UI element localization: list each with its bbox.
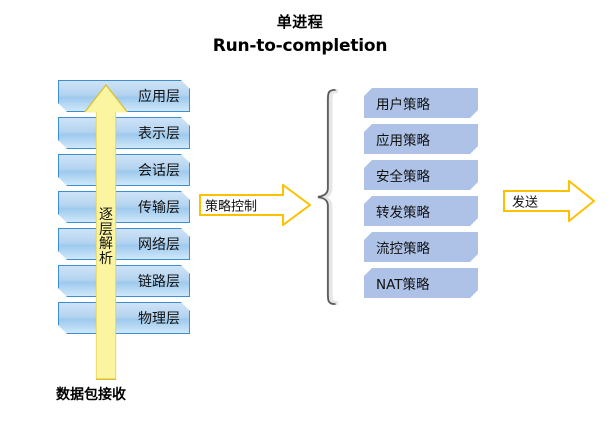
layer-box[interactable]: 物理层 bbox=[58, 302, 190, 334]
layer-box[interactable]: 会话层 bbox=[58, 154, 190, 186]
layer-box[interactable]: 表示层 bbox=[58, 117, 190, 149]
policy-item-label: 转发策略 bbox=[376, 205, 430, 221]
layer-box[interactable]: 网络层 bbox=[58, 228, 190, 260]
layer-label: 会话层 bbox=[138, 163, 180, 179]
policy-control-arrow[interactable]: 策略控制 bbox=[199, 184, 311, 226]
policy-list: 用户策略 应用策略 安全策略 转发策略 流控策略 NAT策略 bbox=[364, 88, 478, 304]
send-arrow[interactable]: 发送 bbox=[503, 180, 595, 222]
layer-label: 表示层 bbox=[138, 126, 180, 142]
policy-item[interactable]: NAT策略 bbox=[364, 268, 478, 298]
policy-item-label: 流控策略 bbox=[376, 241, 430, 257]
title-line-chinese: 单进程 bbox=[276, 13, 324, 31]
up-arrow-char: 层 bbox=[99, 221, 113, 238]
up-arrow-char: 逐 bbox=[99, 207, 113, 223]
layer-box[interactable]: 应用层 bbox=[58, 80, 190, 112]
right-arrow-icon bbox=[199, 184, 311, 226]
send-label: 发送 bbox=[512, 195, 539, 211]
up-arrow-char: 解 bbox=[99, 236, 113, 253]
policy-item[interactable]: 转发策略 bbox=[364, 196, 478, 226]
up-arrow-char: 析 bbox=[99, 251, 113, 268]
packet-receive-caption: 数据包接收 bbox=[56, 387, 126, 403]
right-arrow-icon bbox=[503, 180, 595, 222]
title-line-english: Run-to-completion bbox=[212, 35, 388, 56]
layer-label: 传输层 bbox=[138, 200, 180, 216]
policy-item[interactable]: 安全策略 bbox=[364, 160, 478, 190]
policy-item[interactable]: 流控策略 bbox=[364, 232, 478, 262]
diagram-title: 单进程 Run-to-completion bbox=[150, 12, 450, 58]
left-curly-brace bbox=[316, 88, 339, 306]
layer-box[interactable]: 传输层 bbox=[58, 191, 190, 223]
policy-item[interactable]: 应用策略 bbox=[364, 124, 478, 154]
layer-box[interactable]: 链路层 bbox=[58, 265, 190, 297]
policy-item-label: NAT策略 bbox=[376, 277, 430, 293]
layer-label: 网络层 bbox=[138, 237, 180, 253]
policy-control-label: 策略控制 bbox=[205, 199, 258, 215]
policy-item-label: 安全策略 bbox=[376, 169, 430, 185]
layer-label: 应用层 bbox=[138, 89, 180, 105]
protocol-layer-stack: 应用层 表示层 会话层 传输层 网络层 链路层 物理层 bbox=[58, 80, 190, 339]
policy-item[interactable]: 用户策略 bbox=[364, 88, 478, 118]
policy-item-label: 用户策略 bbox=[376, 97, 430, 113]
layer-label: 物理层 bbox=[138, 311, 180, 327]
policy-item-label: 应用策略 bbox=[376, 133, 430, 149]
layer-label: 链路层 bbox=[138, 274, 180, 290]
up-arrow-label: 逐 层 解 析 bbox=[92, 208, 120, 267]
brace-icon bbox=[317, 88, 339, 306]
